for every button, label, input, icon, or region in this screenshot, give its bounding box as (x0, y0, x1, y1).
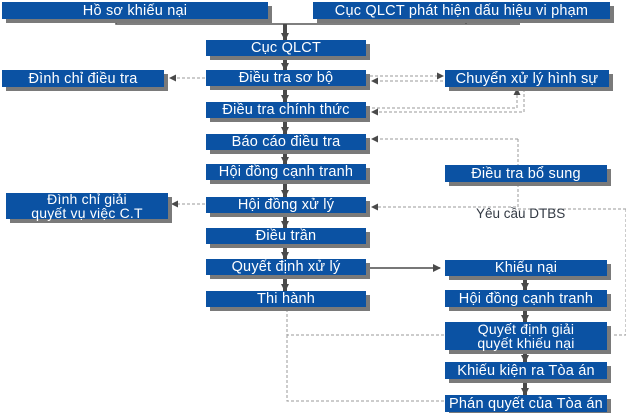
supplementary-investigation-box: Điều tra bổ sung (445, 165, 607, 182)
box-label: Phán quyết của Tòa án (449, 395, 603, 412)
box-label: Cục QLCT phát hiện dấu hiệu vi phạm (334, 2, 589, 19)
box-label: Hồ sơ khiếu nại (82, 2, 188, 19)
box-label: Quyết định xử lý (231, 259, 341, 275)
official-investigation-box: Điều tra chính thức (206, 102, 366, 118)
request-supplementary-label: Yêu cầu DTBS (476, 206, 566, 221)
competition-dept-box: Cục QLCT (206, 40, 366, 56)
appeal-competition-council-box: Hội đồng cạnh tranh (445, 290, 607, 307)
court-judgment-box: Phán quyết của Tòa án (445, 395, 607, 412)
complaint-file-box: Hồ sơ khiếu nại (2, 2, 268, 19)
box-label: Điều tra bổ sung (471, 165, 581, 182)
box-label: Hội đồng xử lý (237, 197, 335, 213)
box-label: Báo cáo điều tra (231, 134, 341, 150)
box-label: Khiếu kiện ra Tòa án (457, 362, 595, 379)
enforcement-box: Thi hành (206, 291, 366, 307)
investigation-report-box: Báo cáo điều tra (206, 134, 366, 150)
suspend-investigation-box: Đình chỉ điều tra (2, 70, 164, 87)
box-label: Chuyển xử lý hình sự (455, 70, 599, 87)
box-label-line1: Đình chỉ giải (47, 191, 127, 207)
box-label: Điều tra sơ bộ (238, 70, 334, 86)
handling-decision-box: Quyết định xử lý (206, 259, 366, 275)
box-label: Đình chỉ điều tra (28, 70, 138, 87)
violation-detected-box: Cục QLCT phát hiện dấu hiệu vi phạm (313, 2, 610, 19)
box-label: Hội đồng cạnh tranh (218, 164, 354, 180)
box-label: Thi hành (256, 291, 316, 307)
box-label-line2: quyết khiếu nại (477, 335, 575, 351)
competition-council-box: Hội đồng cạnh tranh (206, 164, 366, 180)
preliminary-investigation-box: Điều tra sơ bộ (206, 70, 366, 86)
box-label-line1: Quyết định giải (477, 321, 575, 337)
criminal-transfer-box: Chuyển xử lý hình sự (445, 70, 609, 87)
suspend-case-box: Đình chỉ giải quyết vụ việc C.T (6, 191, 168, 221)
handling-council-box: Hội đồng xử lý (206, 197, 366, 213)
box-label: Điều trần (255, 228, 317, 244)
court-lawsuit-box: Khiếu kiện ra Tòa án (445, 362, 607, 379)
box-label: Cục QLCT (250, 40, 322, 56)
box-label: Điều tra chính thức (222, 102, 350, 118)
complaint-decision-box: Quyết định giải quyết khiếu nại (445, 322, 607, 350)
complaint-box: Khiếu nại (445, 260, 607, 276)
hearing-box: Điều trần (206, 228, 366, 244)
box-label: Khiếu nại (494, 260, 558, 276)
box-label: Hội đồng cạnh tranh (458, 290, 594, 307)
box-label-line2: quyết vụ việc C.T (31, 205, 143, 221)
